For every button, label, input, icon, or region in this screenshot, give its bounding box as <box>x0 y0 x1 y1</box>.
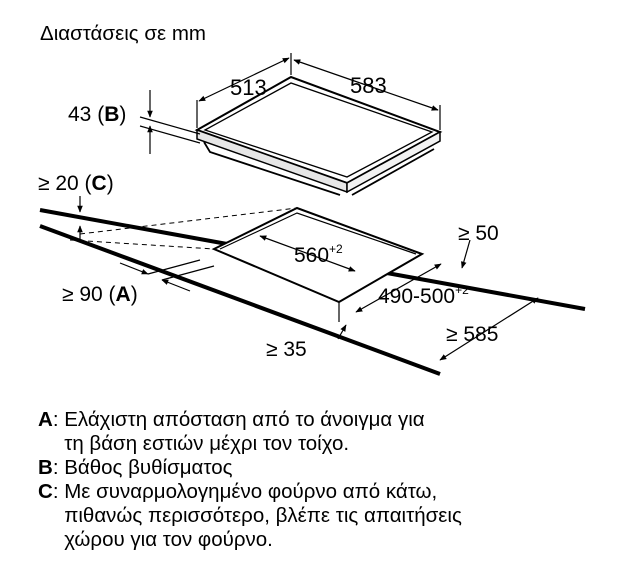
min-front-label: ≥ 35 <box>266 338 307 361</box>
min-worktop-depth-label: ≥ 585 <box>446 323 498 346</box>
legend-item-a: A: Ελάχιστη απόσταση από το άνοιγμα για … <box>38 408 425 455</box>
min-c-label: ≥ 20 (C) <box>38 172 114 195</box>
legend-text: Με συναρμολογημένο φούρνο από κάτω, πιθα… <box>64 480 462 551</box>
legend-item-b: B: Βάθος βυθίσματος <box>38 456 233 479</box>
cutout-width-arrow <box>259 235 356 272</box>
legend: A: Ελάχιστη απόσταση από το άνοιγμα για … <box>38 408 618 552</box>
cutout-depth-label: 490-500+2 <box>378 283 469 308</box>
min-rear-label: ≥ 50 <box>458 222 499 245</box>
installation-diagram: Διαστάσεις σε mm 513 583 43 (B) <box>38 22 586 376</box>
title: Διαστάσεις σε mm <box>40 22 206 45</box>
legend-key: B <box>38 456 53 479</box>
hob-width-label: 583 <box>350 73 387 98</box>
hob <box>194 75 443 196</box>
min-a-label: ≥ 90 (A) <box>62 283 138 306</box>
min-worktop-depth-arrow <box>439 297 539 361</box>
hob-dimension-lines <box>196 53 441 130</box>
cutout-width-label: 560+2 <box>294 242 343 267</box>
legend-key: C <box>38 480 53 503</box>
min-rear-arrow <box>461 239 471 269</box>
hob-depth-label: 513 <box>230 75 267 100</box>
depth-b-dimension <box>139 90 201 154</box>
legend-text: Ελάχιστη απόσταση από το άνοιγμα για τη … <box>64 408 425 455</box>
legend-key: A <box>38 408 53 431</box>
legend-text: Βάθος βυθίσματος <box>64 456 233 479</box>
cutout-depth-arrow <box>355 263 442 313</box>
min-front-dimension <box>337 302 347 340</box>
legend-item-c: C: Με συναρμολογημένο φούρνο από κάτω, π… <box>38 480 462 551</box>
depth-b-label: 43 (B) <box>68 103 126 126</box>
min-a-dimension <box>119 259 215 292</box>
